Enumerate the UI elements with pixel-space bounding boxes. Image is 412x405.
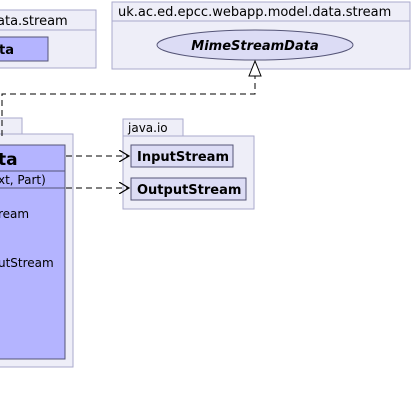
class-outputstream[interactable] (130, 177, 247, 201)
class-left-top-label: ta (0, 43, 14, 58)
class-left-main-title: ta (0, 150, 18, 170)
class-outputstream-label: OutputStream (137, 183, 241, 198)
package-left-top: ata.stream ta (0, 9, 97, 69)
class-left-main-member-1: ream (0, 207, 29, 221)
package-left-main: ta xt, Part) ream utStream (0, 117, 74, 368)
package-java-io: java.io InputStream OutputStream (122, 118, 255, 210)
class-left-top[interactable] (0, 36, 49, 62)
package-model-label: uk.ac.ed.epcc.webapp.model.data.stream (118, 5, 391, 20)
class-left-main[interactable] (0, 144, 66, 360)
class-inputstream[interactable] (130, 144, 234, 168)
package-java-io-label: java.io (127, 121, 168, 135)
package-model: uk.ac.ed.epcc.webapp.model.data.stream M… (111, 1, 411, 70)
class-inputstream-label: InputStream (137, 150, 229, 165)
realization-arrow (1, 59, 262, 136)
package-left-top-label: ata.stream (0, 14, 68, 29)
class-left-main-member-2: utStream (0, 256, 54, 270)
class-left-main-constructor: xt, Part) (0, 173, 46, 187)
interface-mimestreamdata-label: MimeStreamData (191, 39, 318, 54)
